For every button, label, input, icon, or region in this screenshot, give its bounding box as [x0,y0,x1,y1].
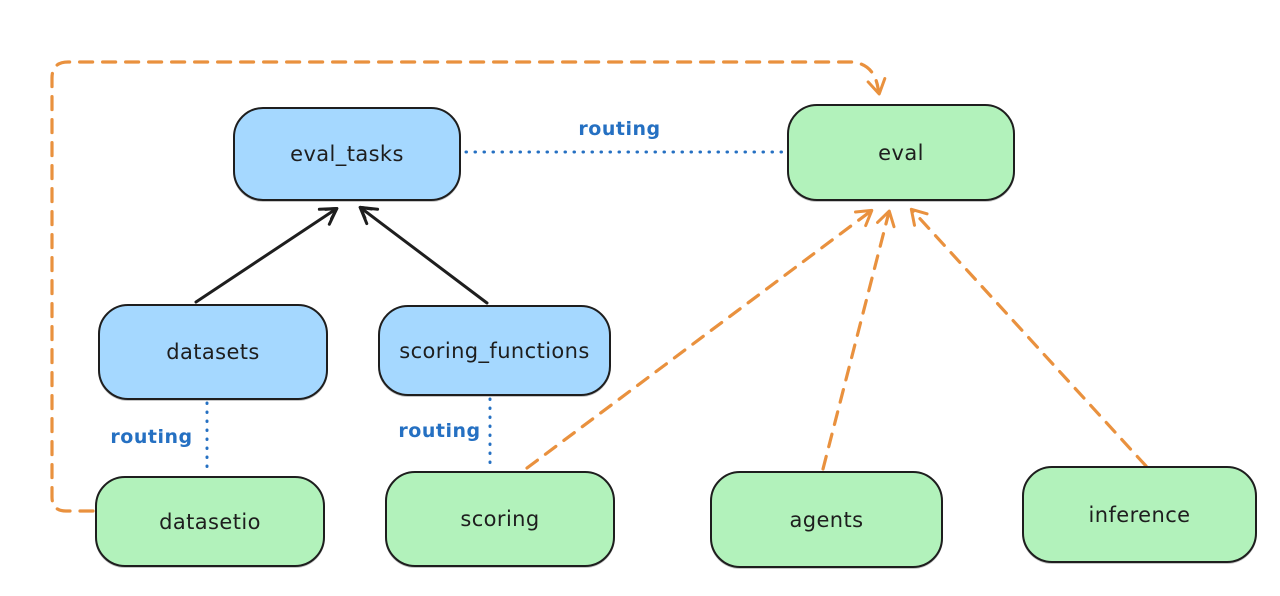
node-inference: inference [1022,466,1257,563]
edge-label-routing-scoring-functions-scoring: routing [392,420,487,442]
node-agents: agents [710,471,943,568]
edge-inference-to-eval [909,207,1148,468]
node-eval: eval [787,104,1015,201]
node-datasets-label: datasets [166,340,260,364]
node-agents-label: agents [789,507,864,532]
node-datasets: datasets [98,304,328,400]
node-inference-label: inference [1088,502,1191,527]
node-datasetio-label: datasetio [159,509,261,534]
edge-datasets-to-eval_tasks [194,206,339,304]
node-scoring-functions-label: scoring_functions [399,338,590,363]
node-scoring-functions: scoring_functions [378,305,611,396]
node-scoring: scoring [385,471,615,567]
edge-label-routing-eval-tasks-eval: routing [572,118,667,140]
edge-scoring_functions-to-eval_tasks [358,205,489,305]
edge-datasetio-to-eval-loop [50,60,887,513]
edge-label-routing-datasets-datasetio: routing [104,426,199,448]
node-scoring-label: scoring [460,507,540,531]
node-eval-label: eval [878,140,924,165]
node-eval-tasks: eval_tasks [233,107,461,201]
node-datasetio: datasetio [95,476,325,567]
edge-agents-to-eval [821,209,896,471]
node-eval-tasks-label: eval_tasks [290,142,404,166]
edge-scoring-to-eval [525,208,874,470]
